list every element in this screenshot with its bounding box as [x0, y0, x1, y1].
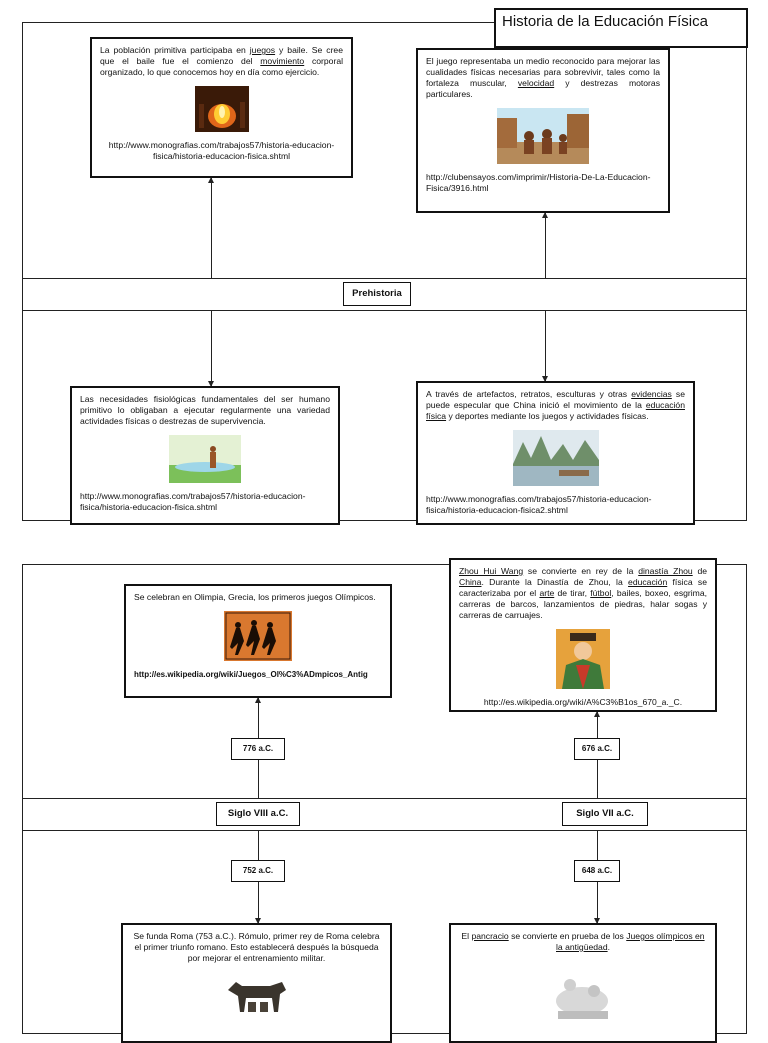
card-first-olympics: Se celebran en Olimpia, Grecia, los prim… — [124, 584, 392, 698]
primitive-man-image — [169, 435, 241, 483]
antiquity-band — [22, 798, 747, 831]
card-pancracio: El pancracio se convierte en prueba de l… — [449, 923, 717, 1043]
wrestlers-statue-image — [546, 961, 620, 1023]
section-prehistory-frame — [22, 22, 747, 521]
card-survival-games: El juego representaba un medio reconocid… — [416, 48, 670, 213]
card-primitive-dance: La población primitiva participaba en ju… — [90, 37, 353, 178]
source-link[interactable]: http://www.monografias.com/trabajos57/hi… — [426, 494, 652, 515]
source-link[interactable]: http://es.wikipedia.org/wiki/A%C3%B1os_6… — [483, 697, 683, 707]
greek-runners-image — [224, 611, 292, 661]
connector-down-left — [208, 311, 214, 387]
year-776: 776 a.C. — [231, 738, 285, 760]
page-title: Historia de la Educación Física — [494, 8, 748, 48]
year-648: 648 a.C. — [574, 860, 620, 882]
card-zhou-dynasty: Zhou Hui Wang se convierte en rey de la … — [449, 558, 717, 712]
zhou-king-image — [556, 629, 610, 689]
era-label-siglo-viii: Siglo VIII a.C. — [216, 802, 300, 826]
fire-dance-image — [194, 86, 249, 132]
connector-up-left — [208, 177, 214, 278]
source-link[interactable]: http://www.monografias.com/trabajos57/hi… — [108, 140, 335, 161]
source-link[interactable]: http://www.monografias.com/trabajos57/hi… — [80, 491, 306, 512]
era-label-prehistoria: Prehistoria — [343, 282, 411, 306]
card-founding-rome: Se funda Roma (753 a.C.). Rómulo, primer… — [121, 923, 392, 1043]
era-label-siglo-vii: Siglo VII a.C. — [562, 802, 648, 826]
card-china-evidence: A través de artefactos, retratos, escult… — [416, 381, 695, 525]
china-landscape-image — [512, 430, 599, 486]
year-676: 676 a.C. — [574, 738, 620, 760]
connector-down-right — [542, 311, 548, 382]
source-link[interactable]: http://clubensayos.com/imprimir/Historia… — [426, 172, 651, 193]
card-physiological-needs: Las necesidades fisiológicas fundamental… — [70, 386, 340, 525]
connector-up-right — [542, 212, 548, 278]
prehistory-band — [22, 278, 747, 311]
year-752: 752 a.C. — [231, 860, 285, 882]
primitive-people-image — [497, 108, 589, 164]
source-link[interactable]: http://es.wikipedia.org/wiki/Juegos_Ol%C… — [134, 670, 368, 679]
capitoline-wolf-image — [221, 972, 292, 1018]
